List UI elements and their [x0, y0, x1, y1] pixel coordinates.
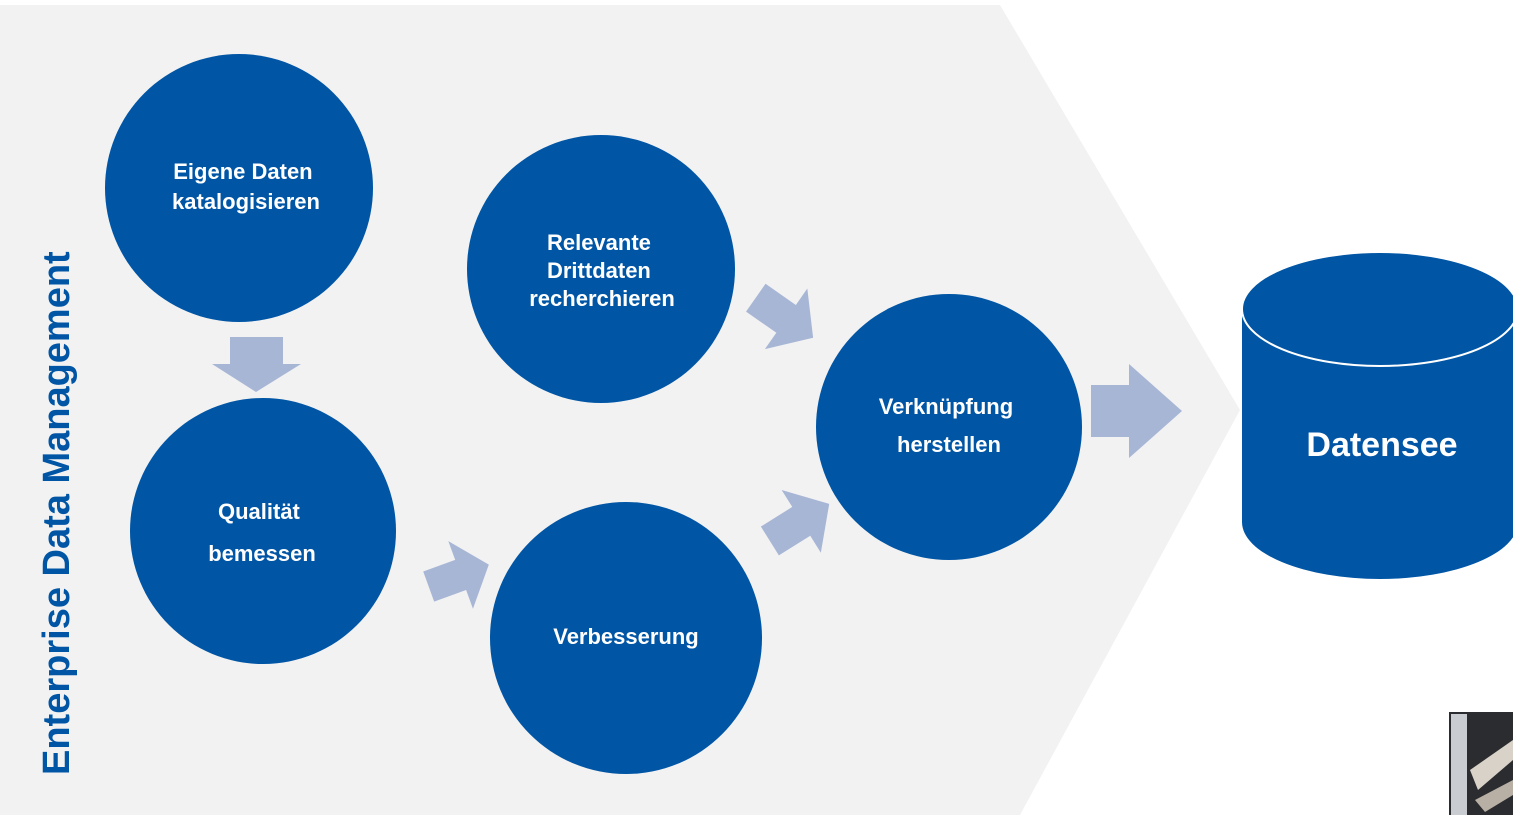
node-qualitaet-circle: [130, 398, 396, 664]
side-title: Enterprise Data Management: [36, 251, 78, 775]
node-verbesserung-circle: [490, 502, 762, 774]
arrow-down: [212, 337, 301, 392]
datensee-database-icon: [1241, 251, 1513, 579]
datensee-label: Datensee: [1306, 426, 1457, 464]
photo-thumbnail: [1449, 712, 1513, 815]
node-verknuepfung-circle: [816, 294, 1082, 560]
node-drittdaten-circle: [467, 135, 735, 403]
node-drittdaten-label: Relevante Drittdaten recherchieren: [529, 230, 675, 311]
node-eigene-daten-circle: [105, 54, 373, 322]
node-verknuepfung-label: Verknüpfung herstellen: [879, 394, 1020, 457]
arrow-qualitaet-to-verbesserung: [423, 541, 489, 609]
datensee-cylinder-body: [1242, 309, 1513, 579]
node-verbesserung-label: Verbesserung: [553, 624, 699, 649]
datensee-cylinder-top: [1241, 251, 1513, 367]
node-eigene-daten-label: Eigene Daten katalogisieren: [172, 159, 320, 214]
arrow-verbesserung-to-verknuepfung: [760, 489, 830, 556]
arrow-right-to-datensee: [1091, 364, 1182, 458]
arrow-drittdaten-to-verknuepfung: [746, 283, 814, 350]
node-qualitaet-label: Qualität bemessen: [208, 499, 316, 566]
